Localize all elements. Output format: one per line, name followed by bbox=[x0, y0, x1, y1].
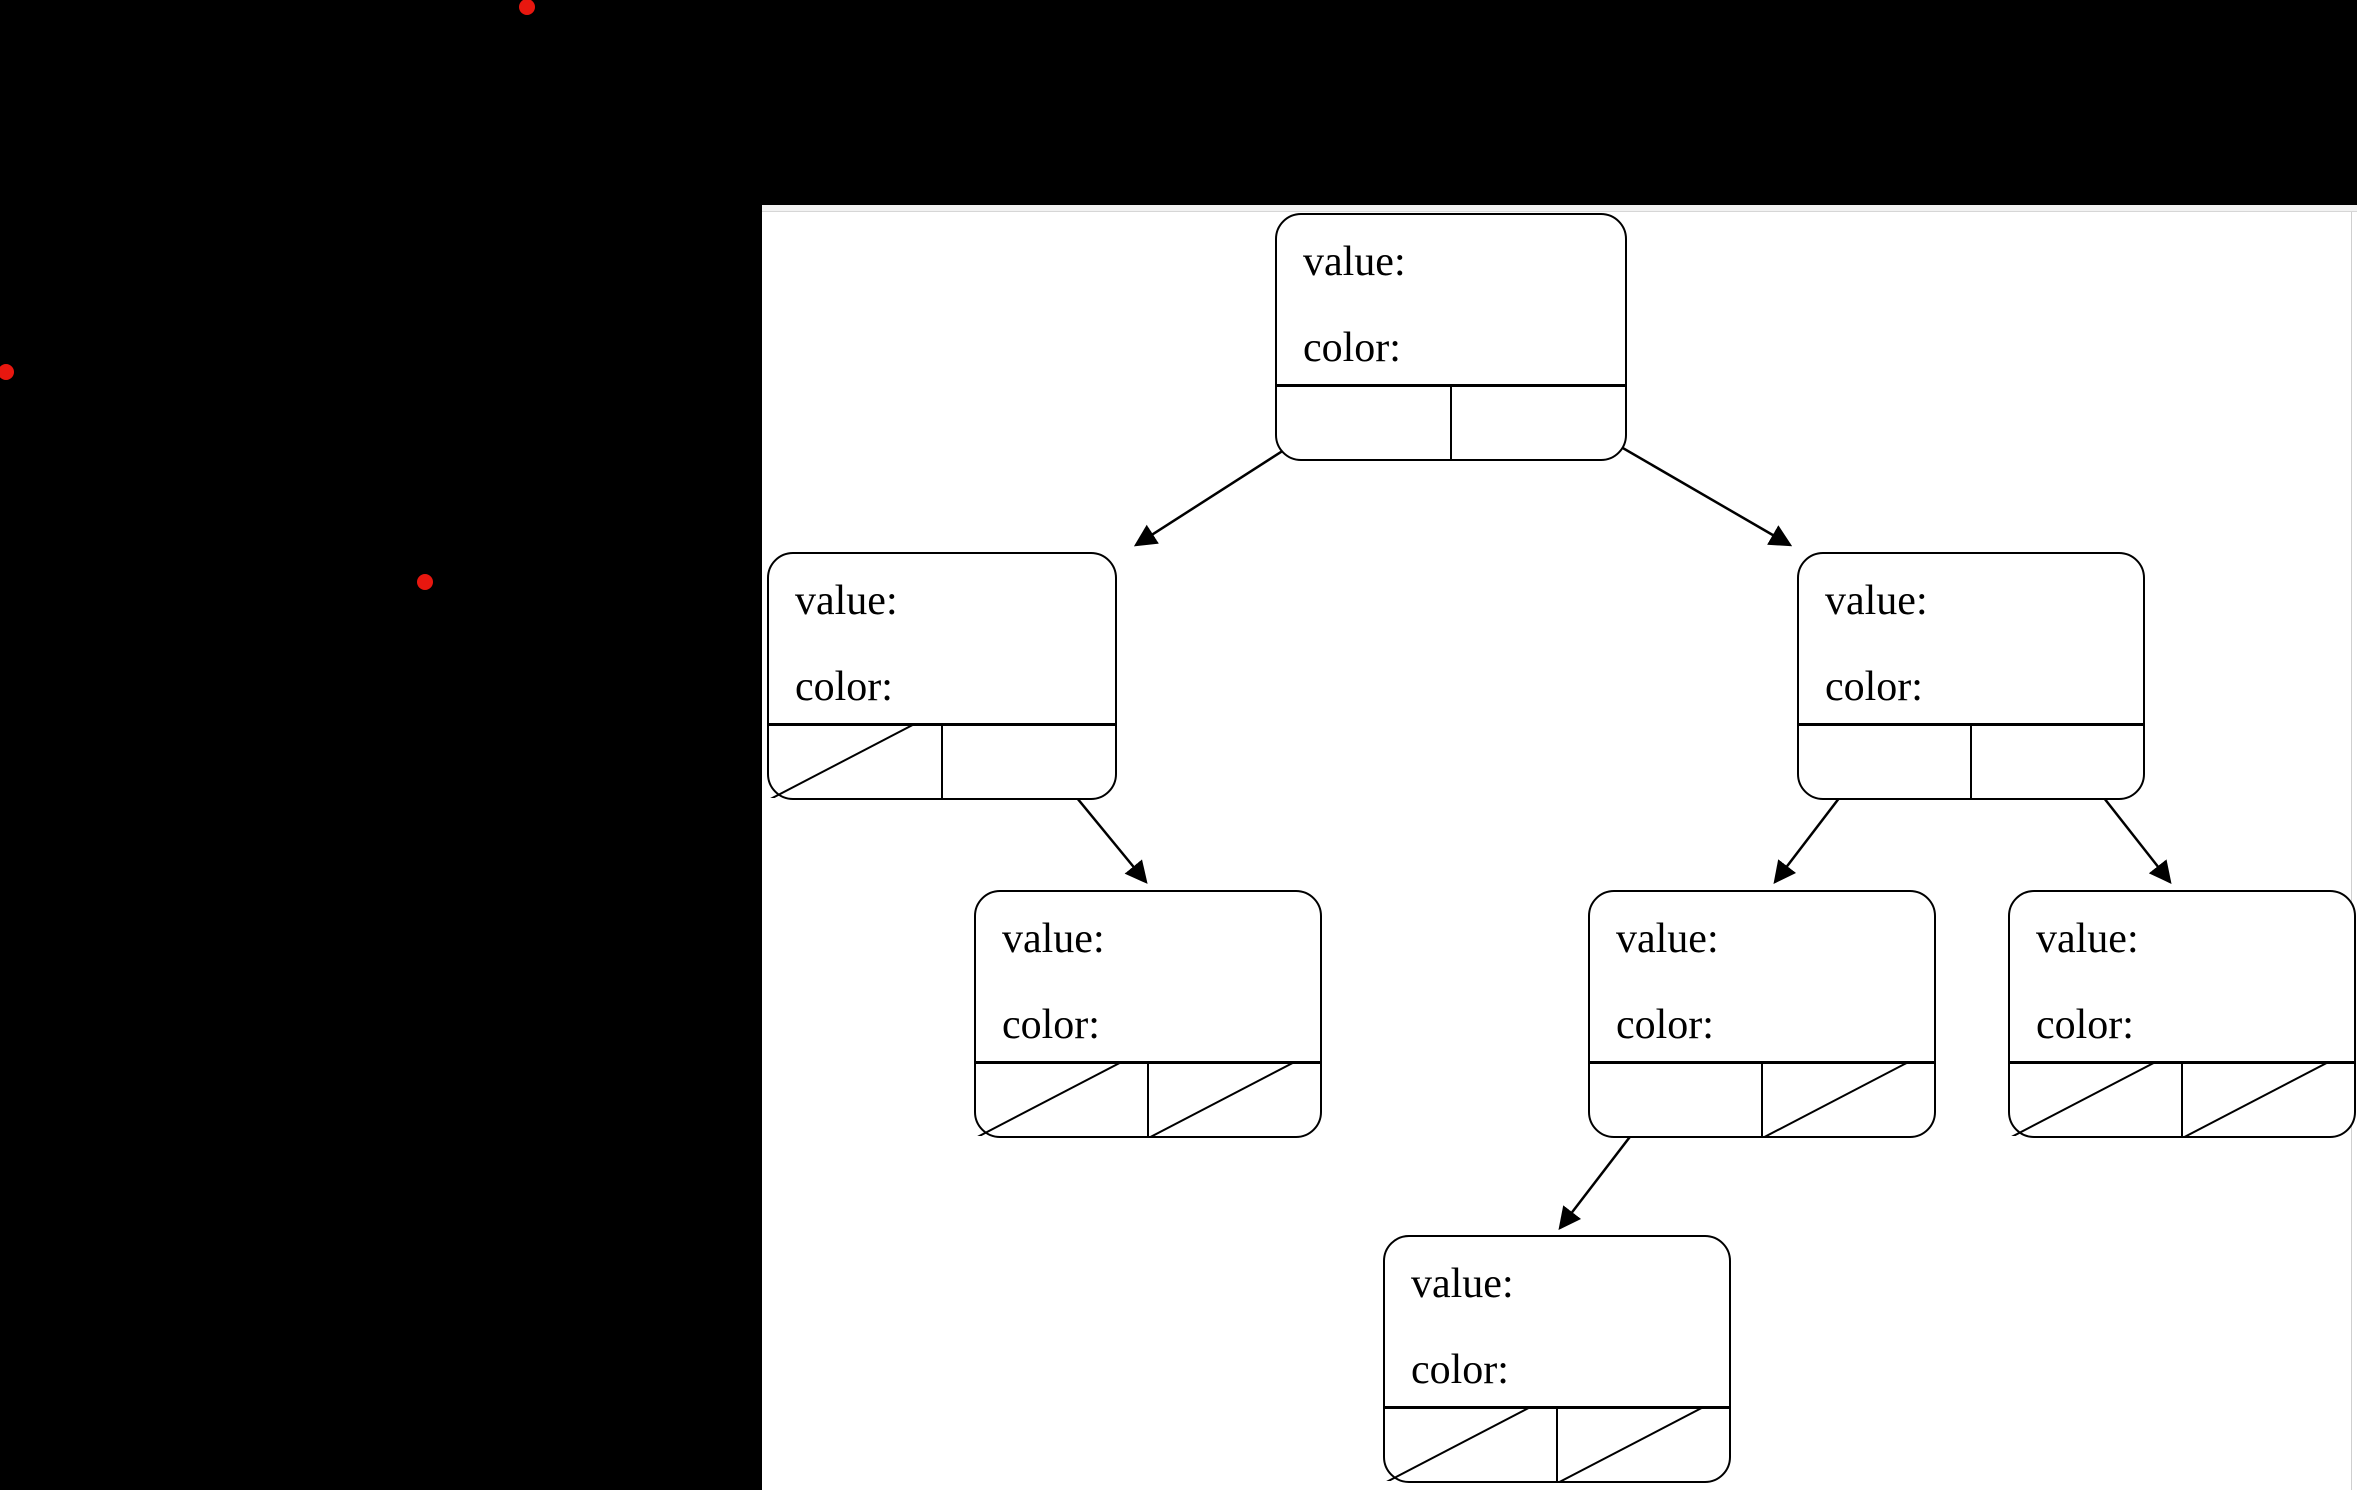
node-fields: value: color: bbox=[1277, 215, 1625, 387]
node-value-label: value: bbox=[1002, 916, 1105, 962]
node-value-label: value: bbox=[1411, 1261, 1514, 1307]
marker-dot-middle bbox=[417, 574, 433, 590]
panel-top-strip bbox=[762, 205, 2357, 211]
node-pointer-bar bbox=[1277, 384, 1625, 459]
node-fields: value: color: bbox=[1799, 554, 2143, 726]
tree-node-left-right[interactable]: value: color: bbox=[974, 890, 1322, 1138]
tree-node-root[interactable]: value: color: bbox=[1275, 213, 1627, 461]
right-pointer-cell[interactable] bbox=[1450, 387, 1625, 459]
tree-node-right-left-left[interactable]: value: color: bbox=[1383, 1235, 1731, 1483]
node-fields: value: color: bbox=[1385, 1237, 1729, 1409]
right-pointer-cell[interactable] bbox=[1556, 1409, 1729, 1481]
tree-node-left[interactable]: value: color: bbox=[767, 552, 1117, 800]
right-pointer-cell[interactable] bbox=[1147, 1064, 1320, 1136]
node-fields: value: color: bbox=[769, 554, 1115, 726]
node-pointer-bar bbox=[1590, 1061, 1934, 1136]
marker-dot-top bbox=[519, 0, 535, 15]
node-color-label: color: bbox=[1825, 664, 1923, 710]
node-value-label: value: bbox=[1303, 239, 1406, 285]
node-pointer-bar bbox=[769, 723, 1115, 798]
node-fields: value: color: bbox=[2010, 892, 2354, 1064]
diagram-panel[interactable]: value:color:value:color:value:color:valu… bbox=[762, 205, 2357, 1490]
right-pointer-cell[interactable] bbox=[1970, 726, 2143, 798]
left-pointer-cell[interactable] bbox=[1385, 1409, 1556, 1481]
tree-node-right-right[interactable]: value: color: bbox=[2008, 890, 2356, 1138]
right-pointer-cell[interactable] bbox=[941, 726, 1115, 798]
panel-top-divider bbox=[762, 211, 2357, 212]
node-color-label: color: bbox=[1002, 1002, 1100, 1048]
tree-node-right[interactable]: value: color: bbox=[1797, 552, 2145, 800]
node-value-label: value: bbox=[2036, 916, 2139, 962]
node-color-label: color: bbox=[1411, 1347, 1509, 1393]
left-pointer-cell[interactable] bbox=[1799, 726, 1970, 798]
node-pointer-bar bbox=[2010, 1061, 2354, 1136]
node-pointer-bar bbox=[1385, 1406, 1729, 1481]
node-value-label: value: bbox=[1616, 916, 1719, 962]
node-color-label: color: bbox=[2036, 1002, 2134, 1048]
node-color-label: color: bbox=[1303, 325, 1401, 371]
left-pointer-cell[interactable] bbox=[769, 726, 941, 798]
node-color-label: color: bbox=[795, 664, 893, 710]
left-pointer-cell[interactable] bbox=[1590, 1064, 1761, 1136]
right-pointer-cell[interactable] bbox=[1761, 1064, 1934, 1136]
tree-node-right-left[interactable]: value: color: bbox=[1588, 890, 1936, 1138]
node-fields: value: color: bbox=[976, 892, 1320, 1064]
left-pointer-cell[interactable] bbox=[1277, 387, 1450, 459]
node-color-label: color: bbox=[1616, 1002, 1714, 1048]
node-pointer-bar bbox=[976, 1061, 1320, 1136]
left-pointer-cell[interactable] bbox=[2010, 1064, 2181, 1136]
node-value-label: value: bbox=[1825, 578, 1928, 624]
node-fields: value: color: bbox=[1590, 892, 1934, 1064]
marker-dot-left bbox=[0, 364, 14, 380]
node-pointer-bar bbox=[1799, 723, 2143, 798]
node-value-label: value: bbox=[795, 578, 898, 624]
vertical-scrollbar[interactable] bbox=[2351, 212, 2357, 1490]
left-pointer-cell[interactable] bbox=[976, 1064, 1147, 1136]
right-pointer-cell[interactable] bbox=[2181, 1064, 2354, 1136]
